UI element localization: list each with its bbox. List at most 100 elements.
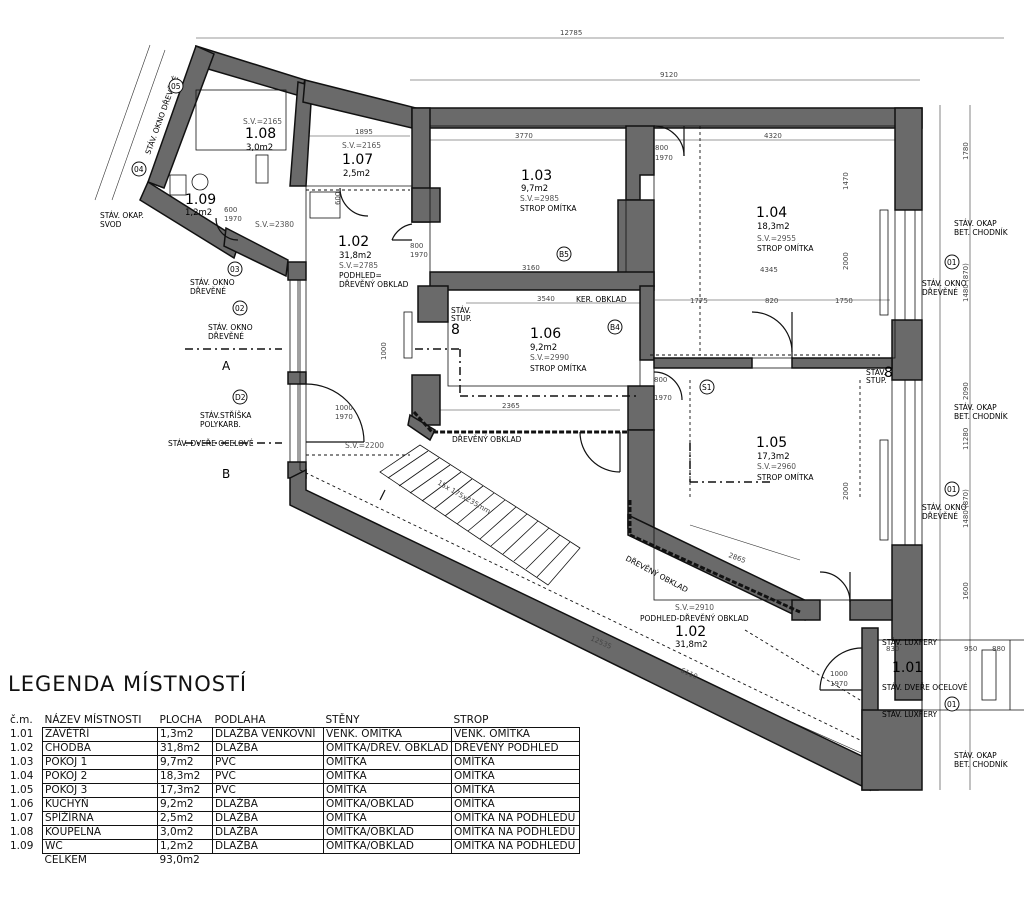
- svg-text:3160: 3160: [522, 264, 540, 272]
- legend-cell: PVC: [212, 783, 324, 798]
- room-1-08: 1.08 3,0m2 S.V.=2165: [243, 117, 282, 153]
- svg-text:2,5m2: 2,5m2: [343, 169, 370, 179]
- legend-cell: 1.03: [10, 756, 34, 768]
- svg-text:01: 01: [947, 258, 957, 267]
- legend-header-number: č.m.: [10, 714, 33, 727]
- svg-text:1.02: 1.02: [675, 624, 706, 640]
- legend-header-area: PLOCHA: [159, 714, 202, 726]
- marker-b5: B5: [556, 246, 572, 262]
- svg-text:1970: 1970: [654, 394, 672, 402]
- svg-text:03: 03: [230, 265, 240, 274]
- svg-text:STÁV.STŘÍŠKA: STÁV.STŘÍŠKA: [200, 411, 252, 420]
- marker-s1: S1: [699, 379, 715, 395]
- svg-text:SVOD: SVOD: [100, 220, 122, 229]
- legend-cell: 1.02: [10, 742, 34, 754]
- svg-text:8: 8: [451, 322, 460, 338]
- legend-cell: KOUPELNA: [42, 825, 158, 840]
- legend-header-floor: PODLAHA: [214, 714, 266, 726]
- svg-text:PODHLED-DŘEVĚNÝ OBKLAD: PODHLED-DŘEVĚNÝ OBKLAD: [640, 614, 749, 623]
- svg-text:1970: 1970: [830, 680, 848, 688]
- dimension-texts: 12785 9120 3770 4320 3160 4345 3540 2365…: [355, 29, 1005, 681]
- svg-text:STUP.: STUP.: [451, 314, 472, 323]
- marker-04: 04: [131, 161, 147, 177]
- svg-text:2000: 2000: [842, 482, 850, 500]
- svg-text:01: 01: [947, 485, 957, 494]
- svg-text:STUP.: STUP.: [866, 376, 887, 385]
- svg-text:1600: 1600: [962, 582, 970, 600]
- legend-cell: OMÍTKA: [451, 769, 580, 784]
- room-1-03: 1.03 9,7m2 S.V.=2985 STROP OMÍTKA: [520, 168, 577, 213]
- svg-text:DŘEVĚNÉ: DŘEVĚNÉ: [922, 512, 958, 521]
- svg-text:1.03: 1.03: [521, 168, 552, 184]
- svg-text:12785: 12785: [560, 29, 582, 37]
- room-1-04: 1.04 18,3m2 S.V.=2955 STROP OMÍTKA: [756, 205, 814, 253]
- svg-text:2365: 2365: [502, 402, 520, 410]
- svg-text:1.05: 1.05: [756, 435, 787, 451]
- svg-text:9,2m2: 9,2m2: [530, 343, 557, 353]
- svg-text:01: 01: [947, 700, 957, 709]
- svg-text:POLYKARB.: POLYKARB.: [200, 420, 241, 429]
- legend-cell: 9,2m2: [157, 797, 213, 812]
- doors: [215, 125, 863, 691]
- svg-text:S.V.=2785: S.V.=2785: [339, 261, 378, 270]
- svg-text:S.V.=2990: S.V.=2990: [530, 353, 569, 362]
- svg-text:STÁV.: STÁV.: [451, 306, 471, 315]
- svg-text:STROP OMÍTKA: STROP OMÍTKA: [530, 364, 587, 373]
- marker-b4: B4: [607, 319, 623, 335]
- svg-text:B5: B5: [559, 250, 569, 259]
- svg-text:1.08: 1.08: [245, 126, 276, 142]
- thin-lines: [169, 89, 1024, 790]
- svg-text:S.V.=2380: S.V.=2380: [255, 220, 294, 229]
- legend-cell: 1.06: [10, 798, 34, 810]
- svg-text:1480 (870): 1480 (870): [962, 489, 970, 528]
- svg-text:1775: 1775: [690, 297, 708, 305]
- svg-text:31,8m2: 31,8m2: [675, 640, 708, 650]
- legend-cell: 1,3m2: [157, 727, 213, 742]
- legend-header-walls: STĚNY: [325, 714, 360, 726]
- marker-01-c: 01: [944, 696, 960, 712]
- svg-text:S.V.=2955: S.V.=2955: [757, 234, 796, 243]
- room-legend-table: č.m. NÁZEV MÍSTNOSTI PLOCHA PODLAHA STĚN…: [8, 714, 580, 867]
- legend-cell: PVC: [212, 769, 324, 784]
- svg-text:9,7m2: 9,7m2: [521, 184, 548, 194]
- svg-text:STÁV. OKAP.: STÁV. OKAP.: [100, 211, 144, 220]
- legend-cell: 1,2m2: [157, 839, 213, 854]
- svg-text:STROP OMÍTKA: STROP OMÍTKA: [520, 204, 577, 213]
- legend-cell: DLAŽBA: [212, 825, 324, 840]
- svg-text:DŘEVĚNÝ OBKLAD: DŘEVĚNÝ OBKLAD: [452, 435, 522, 444]
- legend-cell: DLAŽBA VENKOVNÍ: [212, 727, 324, 742]
- svg-text:B4: B4: [610, 323, 620, 332]
- legend-cell: VENK. OMÍTKA: [451, 727, 580, 742]
- svg-text:STÁV. DVEŘE OCELOVÉ: STÁV. DVEŘE OCELOVÉ: [882, 683, 968, 692]
- legend-cell: 17,3m2: [157, 783, 213, 798]
- legend-total-cell: 93,0m2: [159, 854, 200, 866]
- legend-cell: DŘEVĚNÝ PODHLED: [451, 741, 580, 756]
- legend-cell: 1.07: [10, 812, 34, 824]
- svg-text:3770: 3770: [515, 132, 533, 140]
- legend-cell: KUCHYŇ: [42, 797, 158, 812]
- svg-text:DŘEVĚNÉ: DŘEVĚNÉ: [190, 287, 226, 296]
- svg-text:S.V.=2985: S.V.=2985: [520, 194, 559, 203]
- legend-total-cell: CELKEM: [44, 854, 87, 866]
- svg-text:BET. CHODNÍK: BET. CHODNÍK: [954, 760, 1009, 769]
- svg-text:DŘEVĚNÉ: DŘEVĚNÉ: [922, 288, 958, 297]
- legend-total-cell: [8, 854, 43, 868]
- marker-02: 02: [232, 300, 248, 316]
- svg-text:800: 800: [655, 144, 668, 152]
- svg-text:S.V.=2200: S.V.=2200: [345, 441, 384, 450]
- svg-text:STÁV. LUXFERY: STÁV. LUXFERY: [882, 710, 938, 719]
- legend-cell: OMÍTKA: [323, 783, 452, 798]
- legend-cell: OMÍTKA NA PODHLEDU: [451, 839, 580, 854]
- svg-text:STÁV.: STÁV.: [866, 368, 886, 377]
- legend-header-row: č.m. NÁZEV MÍSTNOSTI PLOCHA PODLAHA STĚN…: [8, 714, 580, 728]
- legend-cell: POKOJ 3: [42, 783, 158, 798]
- marker-01-b: 01: [944, 481, 960, 497]
- svg-text:2090: 2090: [962, 382, 970, 400]
- svg-text:S.V.=2165: S.V.=2165: [243, 117, 282, 126]
- svg-text:1750: 1750: [835, 297, 853, 305]
- svg-text:STÁV. DVEŘE OCELOVÉ: STÁV. DVEŘE OCELOVÉ: [168, 439, 254, 448]
- svg-text:9120: 9120: [660, 71, 678, 79]
- svg-text:1470: 1470: [842, 172, 850, 190]
